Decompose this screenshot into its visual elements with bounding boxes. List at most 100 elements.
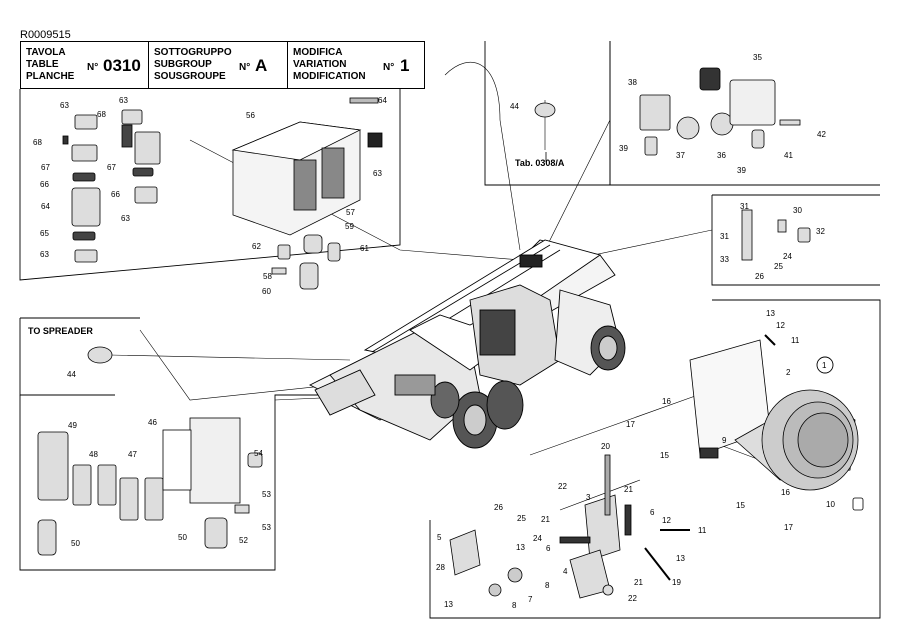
to-spreader-label: TO SPREADER bbox=[28, 326, 93, 336]
panel-connectors-border bbox=[19, 89, 401, 281]
table-cell: TAVOLA TABLE PLANCHE N° 0310 bbox=[21, 42, 149, 88]
subgroup-cell: SOTTOGRUPPO SUBGROUP SOUSGROUPE N° A bbox=[149, 42, 288, 88]
connector-kit bbox=[62, 97, 383, 290]
part-label: 65 bbox=[40, 229, 49, 238]
part-label: 48 bbox=[89, 450, 98, 459]
subgroup-no-label: N° bbox=[239, 62, 251, 73]
part-label: 19 bbox=[672, 578, 681, 587]
part-label: 66 bbox=[40, 180, 49, 189]
part-label: 31 bbox=[720, 232, 729, 241]
part-label: 24 bbox=[783, 252, 792, 261]
part-label: 8 bbox=[545, 581, 550, 590]
connector-housings bbox=[37, 417, 263, 556]
variation-label-it: MODIFICA bbox=[293, 47, 343, 58]
part-label: 61 bbox=[360, 244, 369, 253]
part-label: 44 bbox=[510, 102, 519, 111]
part-label: 60 bbox=[262, 287, 271, 296]
part-label: 22 bbox=[558, 482, 567, 491]
subgroup-labels: SOTTOGRUPPO SUBGROUP SOUSGROUPE bbox=[154, 47, 232, 83]
part-label: 20 bbox=[601, 442, 610, 451]
part-label: 24 bbox=[533, 534, 542, 543]
panel-tab-ref-border bbox=[484, 41, 611, 186]
part-label: 67 bbox=[107, 163, 116, 172]
part-label: 67 bbox=[41, 163, 50, 172]
tab-reference-label: Tab. 0308/A bbox=[515, 158, 565, 168]
part-label: 26 bbox=[755, 272, 764, 281]
part-label: 35 bbox=[753, 53, 762, 62]
part-label: 13 bbox=[766, 309, 775, 318]
part-label: 12 bbox=[776, 321, 785, 330]
part-label: 63 bbox=[373, 169, 382, 178]
proximity-switch-kit bbox=[639, 67, 811, 261]
part-label: 21 bbox=[634, 578, 643, 587]
part-label: 64 bbox=[378, 96, 387, 105]
part-label: 37 bbox=[676, 151, 685, 160]
part-label: 53 bbox=[262, 490, 271, 499]
part-label: 6 bbox=[546, 544, 551, 553]
part-label: 58 bbox=[263, 272, 272, 281]
part-label: 8 bbox=[512, 601, 517, 610]
spreader-connector bbox=[87, 102, 556, 364]
part-label: 10 bbox=[826, 500, 835, 509]
part-label: 63 bbox=[121, 214, 130, 223]
alternator-assembly bbox=[449, 334, 864, 599]
variation-label-fr: MODIFICATION bbox=[293, 71, 366, 82]
table-number: 0310 bbox=[103, 56, 141, 75]
part-label: 49 bbox=[68, 421, 77, 430]
variation-labels: MODIFICA VARIATION MODIFICATION bbox=[293, 47, 366, 83]
part-label: 63 bbox=[119, 96, 128, 105]
part-label: 2 bbox=[786, 368, 791, 377]
part-label: 63 bbox=[40, 250, 49, 259]
part-label: 62 bbox=[252, 242, 261, 251]
part-label: 47 bbox=[128, 450, 137, 459]
title-block: TAVOLA TABLE PLANCHE N° 0310 SOTTOGRUPPO… bbox=[20, 41, 425, 89]
part-label: 59 bbox=[345, 222, 354, 231]
part-number-labels: 1 2 3 4 5 6 6 7 8 8 9 10 11 11 12 12 13 … bbox=[33, 53, 835, 610]
part-label: 52 bbox=[239, 536, 248, 545]
part-label: 30 bbox=[793, 206, 802, 215]
document-id: R0009515 bbox=[20, 29, 71, 41]
part-label: 13 bbox=[516, 543, 525, 552]
variation-number: 1 bbox=[400, 56, 410, 75]
part-label: 13 bbox=[676, 554, 685, 563]
part-label: 16 bbox=[662, 397, 671, 406]
part-label: 42 bbox=[817, 130, 826, 139]
part-label: 3 bbox=[586, 493, 591, 502]
subgroup-label-it: SOTTOGRUPPO bbox=[154, 47, 232, 58]
part-label: 68 bbox=[97, 110, 106, 119]
part-label: 53 bbox=[262, 523, 271, 532]
variation-cell: MODIFICA VARIATION MODIFICATION N° 1 bbox=[288, 42, 423, 88]
panel-borders bbox=[19, 41, 881, 619]
part-label: 21 bbox=[541, 515, 550, 524]
callout-circle-1 bbox=[816, 356, 834, 374]
part-label: 7 bbox=[528, 595, 533, 604]
part-label: 46 bbox=[148, 418, 157, 427]
part-label: 66 bbox=[111, 190, 120, 199]
leader-lines bbox=[109, 61, 761, 511]
part-label: 13 bbox=[444, 600, 453, 609]
part-label: 11 bbox=[791, 336, 800, 345]
part-label: 31 bbox=[740, 202, 749, 211]
part-label: 28 bbox=[436, 563, 445, 572]
part-label: 54 bbox=[254, 449, 263, 458]
subgroup-label-fr: SOUSGROUPE bbox=[154, 71, 226, 82]
part-label: 1 bbox=[822, 361, 827, 370]
part-label: 39 bbox=[737, 166, 746, 175]
part-label: 25 bbox=[517, 514, 526, 523]
part-label: 12 bbox=[662, 516, 671, 525]
part-label: 56 bbox=[246, 111, 255, 120]
part-label: 6 bbox=[650, 508, 655, 517]
part-label: 33 bbox=[720, 255, 729, 264]
panel-top-right-border bbox=[609, 41, 880, 186]
part-label: 50 bbox=[178, 533, 187, 542]
panel-bottom-right-border bbox=[429, 299, 881, 619]
part-label: 15 bbox=[660, 451, 669, 460]
part-label: 17 bbox=[626, 420, 635, 429]
part-label: 32 bbox=[816, 227, 825, 236]
part-label: 9 bbox=[722, 436, 727, 445]
part-label: 64 bbox=[41, 202, 50, 211]
part-label: 26 bbox=[494, 503, 503, 512]
subgroup-label-en: SUBGROUP bbox=[154, 59, 212, 70]
part-label: 22 bbox=[628, 594, 637, 603]
part-label: 57 bbox=[346, 208, 355, 217]
